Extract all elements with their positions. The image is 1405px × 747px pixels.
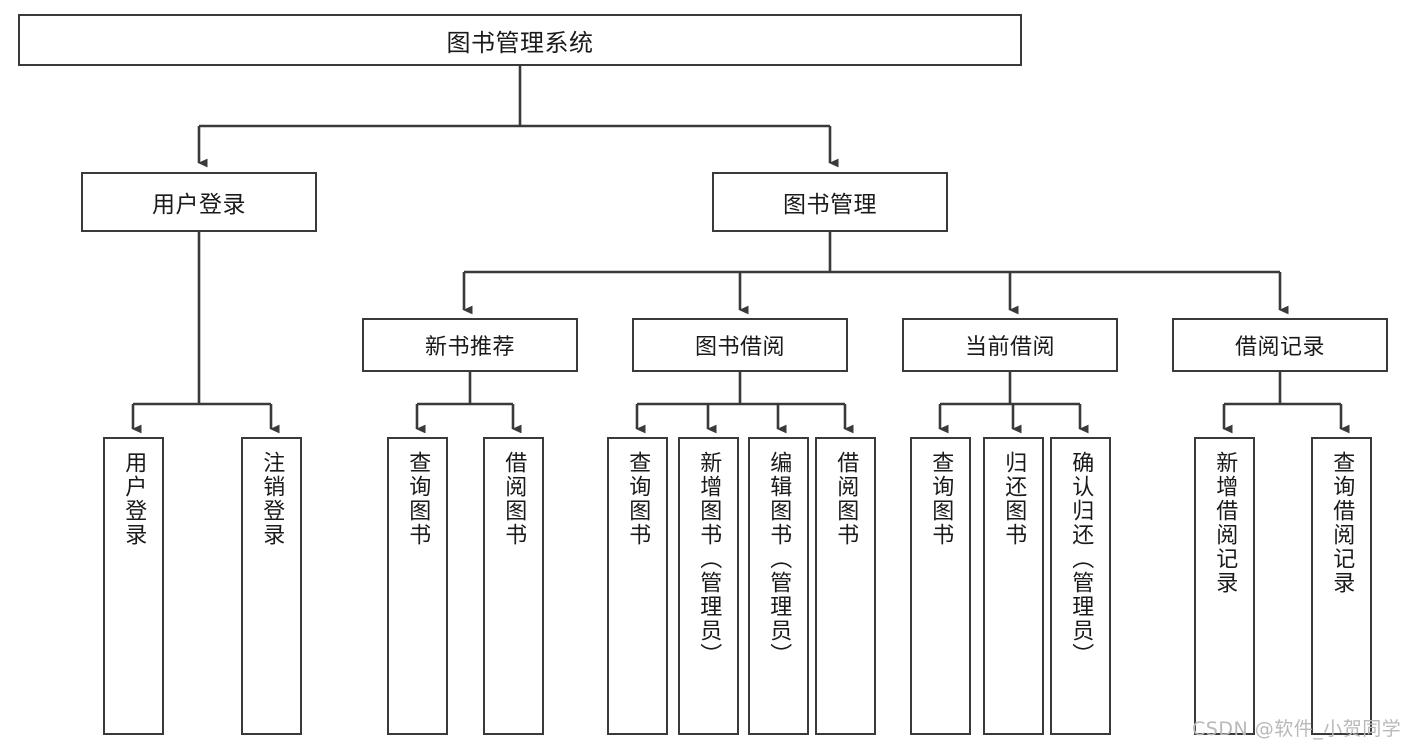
node-label: 借阅记录	[1234, 335, 1325, 360]
node-book-management[interactable]: 图书管理	[712, 172, 948, 232]
node-label: 查询图书	[928, 451, 954, 547]
node-user-login[interactable]: 用户登录	[81, 172, 317, 232]
node-book-borrow[interactable]: 图书借阅	[632, 318, 848, 372]
node-label: 图书借阅	[694, 335, 785, 360]
node-label: 当前借阅	[964, 335, 1055, 360]
leaf-add-book-admin[interactable]: 新增图书（管理员）	[678, 437, 739, 735]
node-label: 用户登录	[121, 451, 147, 547]
node-new-book-recommend[interactable]: 新书推荐	[362, 318, 578, 372]
node-label: 查询图书	[405, 451, 431, 547]
node-label: 新书推荐	[424, 335, 515, 360]
node-label: 编辑图书（管理员）	[766, 451, 792, 667]
leaf-add-borrow-record[interactable]: 新增借阅记录	[1194, 437, 1255, 735]
node-label: 图书管理	[783, 192, 877, 218]
leaf-borrow-books[interactable]: 借阅图书	[815, 437, 876, 735]
leaf-query-books-borrow[interactable]: 查询图书	[607, 437, 668, 735]
node-label: 新增图书（管理员）	[696, 451, 722, 667]
leaf-query-borrow-record[interactable]: 查询借阅记录	[1311, 437, 1372, 735]
node-label: 图书管理系统	[446, 28, 594, 57]
node-label: 注销登录	[259, 451, 285, 547]
node-label: 用户登录	[152, 192, 246, 218]
leaf-edit-book-admin[interactable]: 编辑图书（管理员）	[748, 437, 809, 735]
node-borrow-records[interactable]: 借阅记录	[1172, 318, 1388, 372]
node-label: 借阅图书	[501, 451, 527, 547]
node-label: 查询图书	[625, 451, 651, 547]
node-label: 借阅图书	[833, 451, 859, 547]
node-label: 查询借阅记录	[1329, 451, 1355, 595]
leaf-query-books-current[interactable]: 查询图书	[910, 437, 971, 735]
leaf-confirm-return-admin[interactable]: 确认归还（管理员）	[1050, 437, 1111, 735]
node-label: 新增借阅记录	[1212, 451, 1238, 595]
watermark-text: CSDN @软件_小贺同学	[1192, 718, 1402, 740]
node-current-borrow[interactable]: 当前借阅	[902, 318, 1118, 372]
leaf-borrow-books-new[interactable]: 借阅图书	[483, 437, 544, 735]
leaf-user-login[interactable]: 用户登录	[103, 437, 164, 735]
node-label: 归还图书	[1001, 451, 1027, 547]
leaf-query-books-new[interactable]: 查询图书	[387, 437, 448, 735]
leaf-logout[interactable]: 注销登录	[241, 437, 302, 735]
node-root-system[interactable]: 图书管理系统	[18, 14, 1022, 66]
leaf-return-books[interactable]: 归还图书	[983, 437, 1044, 735]
node-label: 确认归还（管理员）	[1068, 451, 1094, 667]
